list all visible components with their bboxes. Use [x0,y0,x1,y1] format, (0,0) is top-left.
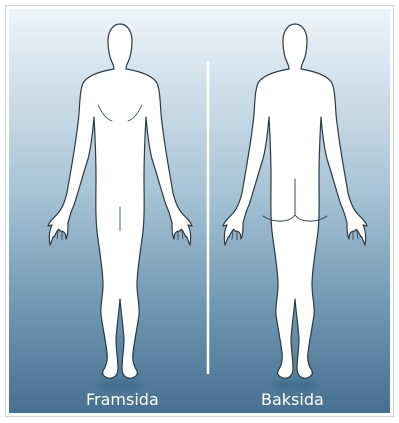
body-map [9,9,390,413]
human-body-back-icon[interactable] [223,24,367,378]
front-label: Framsida [86,391,159,409]
human-body-front-icon[interactable] [48,24,192,378]
body-map-frame: Framsida Baksida [5,5,394,417]
body-map-panel: Framsida Baksida [9,9,390,413]
back-label: Baksida [261,391,324,409]
